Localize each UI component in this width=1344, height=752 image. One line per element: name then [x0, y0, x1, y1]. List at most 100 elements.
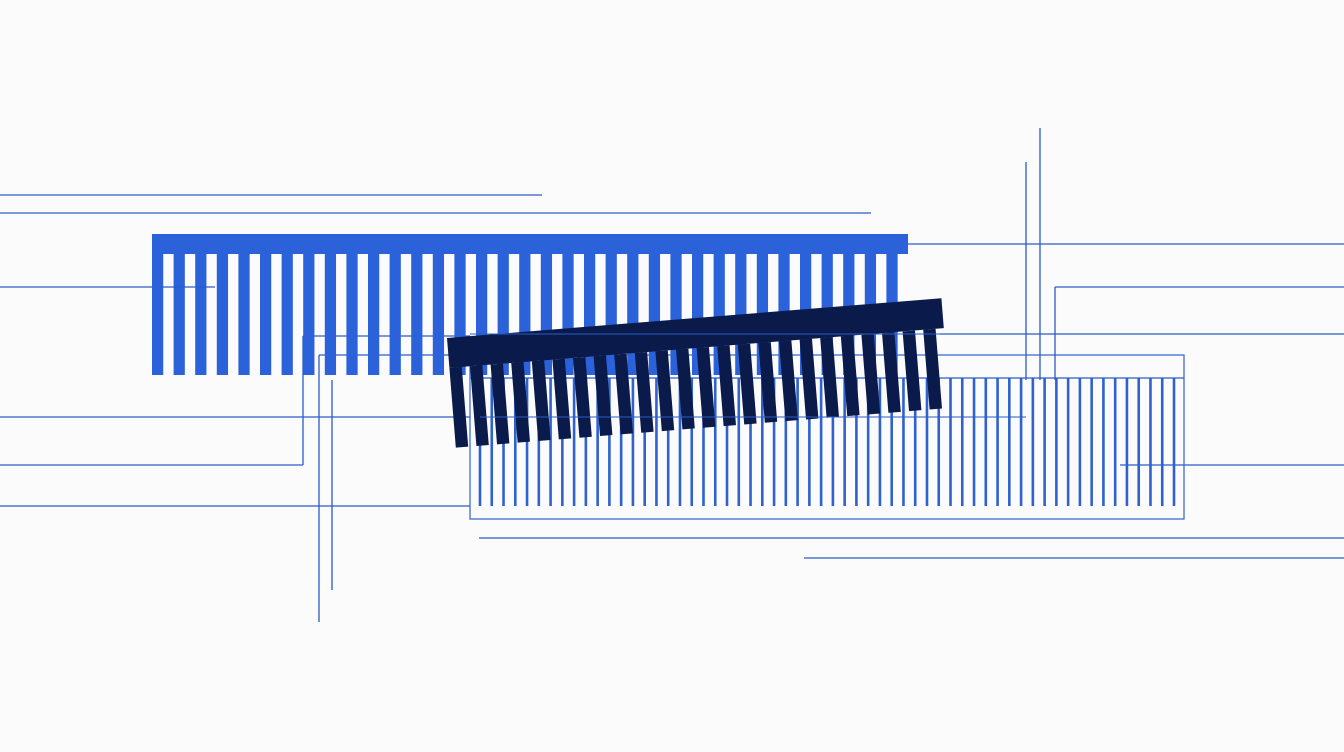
blue-comb-tooth [195, 254, 207, 375]
blue-comb-tooth [584, 254, 596, 375]
outlined-comb-tooth [584, 378, 588, 506]
outlined-comb-tooth [890, 378, 893, 506]
outlined-comb-tooth [608, 378, 611, 506]
navy-comb-tooth [470, 365, 489, 446]
outlined-comb-tooth [1055, 378, 1058, 506]
navy-comb-tooth [902, 330, 922, 412]
outlined-comb-tooth [937, 378, 941, 506]
blue-comb-tooth [432, 254, 445, 375]
outlined-comb-tooth [749, 378, 752, 506]
outlined-comb-tooth [525, 378, 529, 506]
navy-comb-spine [447, 298, 944, 368]
navy-comb-tooth [593, 355, 613, 437]
outlined-comb-tooth [1149, 378, 1152, 506]
outlined-comb-tooth [490, 378, 494, 506]
blue-comb-tooth [303, 254, 315, 375]
outlined-comb-tooth [972, 378, 976, 506]
outlined-comb-tooth [666, 378, 670, 506]
outlined-comb-tooth [1125, 378, 1129, 506]
outlined-comb-tooth [843, 378, 846, 506]
navy-comb-tooth [676, 348, 695, 430]
navy-comb-tooth [511, 361, 530, 443]
navy-comb-tooth [882, 332, 901, 413]
blue-comb-tooth [519, 254, 531, 375]
blue-comb-tooth [648, 254, 661, 375]
blue-comb-tooth [540, 254, 553, 375]
blue-comb-tooth [173, 254, 185, 375]
blue-comb-tooth [216, 254, 229, 375]
outlined-comb-tooth [702, 378, 705, 506]
navy-comb-tooth [696, 347, 716, 428]
outlined-comb-tooth [878, 378, 882, 506]
outlined-comb-tooth [678, 378, 682, 506]
outlined-comb-tooth [772, 378, 776, 506]
navy-comb-tooth [799, 338, 819, 420]
outlined-comb-tooth [725, 378, 729, 506]
blue-comb-tooth [692, 254, 704, 375]
outlined-comb-tooth [796, 378, 799, 506]
outlined-comb-tooth [655, 378, 658, 506]
navy-comb-tooth [861, 333, 881, 415]
blue-comb-tooth [238, 254, 250, 375]
blue-comb-tooth [324, 254, 337, 375]
blue-comb-spine [152, 234, 908, 254]
outlined-comb-tooth [1078, 378, 1082, 506]
blue-comb-tooth [152, 254, 164, 375]
blue-comb-tooth [476, 254, 488, 375]
outlined-comb-tooth [1137, 378, 1141, 506]
outlined-comb-tooth [1090, 378, 1093, 506]
outlined-comb-tooth [596, 378, 599, 506]
navy-comb-tooth [531, 360, 551, 442]
navy-comb-tooth [758, 342, 778, 423]
outlined-comb-tooth [819, 378, 823, 506]
solid-blue-comb [152, 234, 908, 375]
navy-comb-tooth [490, 363, 510, 445]
outlined-comb-tooth [1031, 378, 1035, 506]
navy-tilted-comb [447, 298, 944, 448]
navy-comb-tooth [655, 350, 675, 432]
blue-comb-tooth [346, 254, 358, 375]
navy-comb-tooth [449, 366, 469, 448]
outlined-comb-tooth [902, 378, 905, 506]
navy-comb-tooth [614, 353, 633, 435]
blue-comb-tooth [497, 254, 509, 375]
outlined-comb-tooth [513, 378, 517, 506]
overlay-lines [160, 286, 1026, 418]
blue-comb-tooth [454, 254, 466, 375]
navy-comb-tooth [634, 351, 654, 433]
outlined-comb-tooth [784, 378, 788, 506]
blue-comb-tooth [281, 254, 293, 375]
blue-comb-tooth [713, 254, 725, 375]
outlined-comb-tooth [913, 378, 917, 506]
blue-comb-tooth [670, 254, 682, 375]
outlined-comb-tooth [1008, 378, 1011, 506]
outlined-comb-tooth [1043, 378, 1046, 506]
outlined-comb-tooth [737, 378, 741, 506]
outlined-comb-tooth [572, 378, 576, 506]
outlined-comb-tooth [984, 378, 988, 506]
outlined-comb-tooth [761, 378, 764, 506]
blue-comb-tooth [562, 254, 574, 375]
navy-comb-tooth [737, 343, 757, 425]
navy-comb-tooth [840, 335, 860, 417]
outlined-comb-tooth [855, 378, 858, 506]
navy-comb-tooth [717, 345, 736, 427]
outlined-comb-tooth [1066, 378, 1070, 506]
outlined-comb-tooth [713, 378, 717, 506]
navy-comb-tooth [820, 337, 839, 418]
blue-comb-tooth [368, 254, 380, 375]
outlined-comb-tooth [925, 378, 929, 506]
blue-comb-tooth [411, 254, 423, 375]
outlined-comb-tooth [537, 378, 541, 506]
outlined-comb-tooth [1113, 378, 1117, 506]
outlined-comb-tooth [549, 378, 552, 506]
outlined-comb-tooth [619, 378, 623, 506]
outlined-comb-tooth [1019, 378, 1023, 506]
guide-lines [0, 194, 1344, 559]
blue-comb-tooth [260, 254, 272, 375]
outlined-comb-tooth [631, 378, 635, 506]
outlined-comb-tooth [690, 378, 694, 506]
